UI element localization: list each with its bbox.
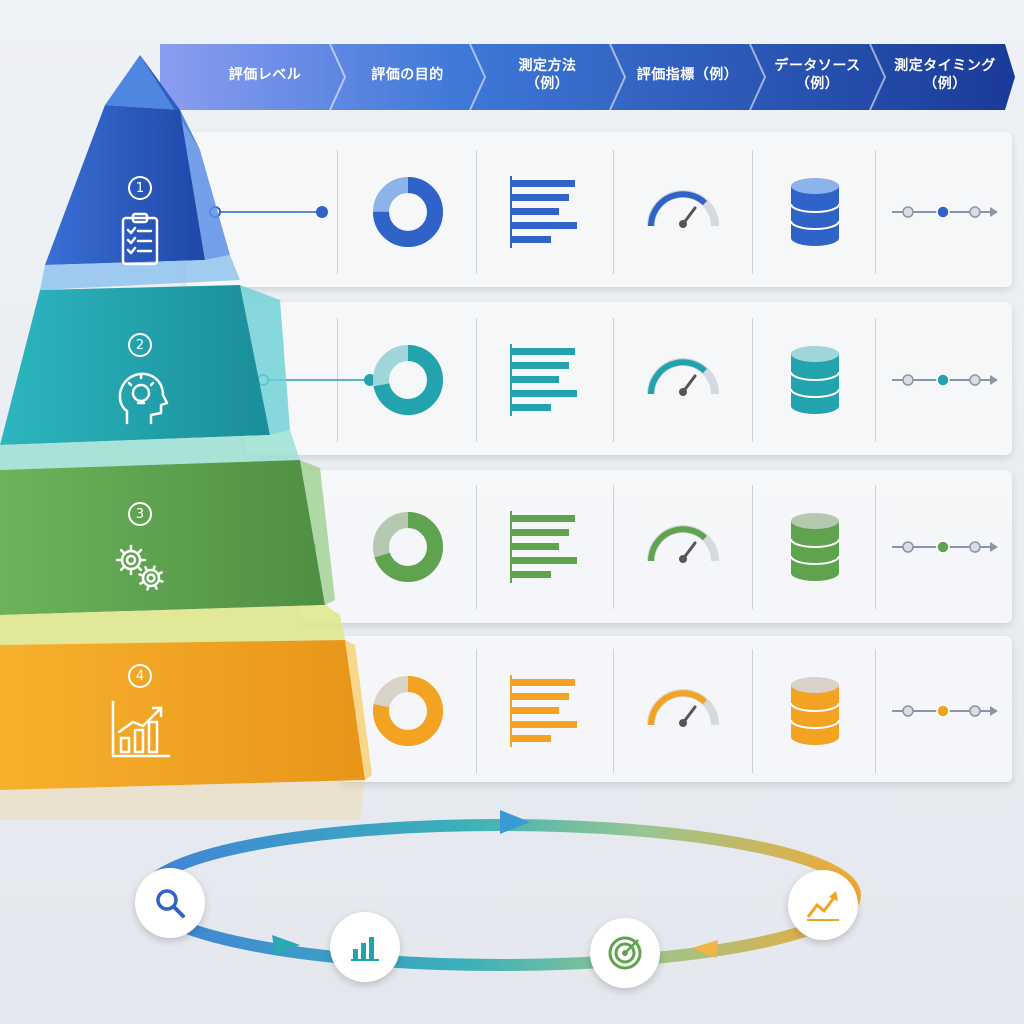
pyramid-level-4 [0, 640, 365, 790]
column-separator [476, 318, 477, 442]
column-separator [337, 150, 338, 274]
pyramid-reflection [0, 780, 365, 820]
pyramid-level-1-top-edge [40, 255, 240, 290]
horizontal-bar-chart-icon [509, 344, 581, 420]
horizontal-bar-chart-icon [509, 511, 581, 587]
pyramid-level-2 [0, 285, 270, 445]
row-panel-4 [340, 636, 1012, 782]
header-col-level: 評価レベル [228, 66, 302, 83]
pyramid-level-2-side [240, 285, 290, 435]
column-separator [875, 649, 876, 773]
cycle-path [139, 819, 861, 971]
head-lightbulb-icon [105, 363, 175, 433]
level-number-2: 2 [128, 333, 152, 357]
pyramid-level-2-bottom-edge [0, 430, 300, 470]
column-separator [613, 318, 614, 442]
header-col-purpose: 評価の目的 [371, 66, 444, 83]
cycle-bar-chart-icon[interactable] [330, 912, 400, 982]
gauge-icon [643, 346, 723, 406]
column-separator [613, 649, 614, 773]
gauge-icon [643, 178, 723, 238]
pyramid-level-1-side [180, 110, 230, 260]
timeline-icon [890, 204, 1000, 224]
pyramid-level-3-side [300, 460, 335, 605]
column-separator [613, 150, 614, 274]
level-number-3: 3 [128, 502, 152, 526]
column-separator [752, 485, 753, 609]
database-icon [789, 511, 841, 587]
horizontal-bar-chart-icon [509, 675, 581, 751]
column-separator [752, 318, 753, 442]
cycle-arrow-right [692, 940, 718, 958]
database-icon [789, 675, 841, 751]
gears-icon [105, 532, 175, 602]
header-col-indicator: 評価指標（例） [636, 66, 739, 83]
column-separator [875, 318, 876, 442]
level-number-1: 1 [128, 176, 152, 200]
cycle-arrow-left [272, 935, 300, 955]
header-col-datasource: データソース （例） [774, 57, 861, 92]
timeline-icon [890, 703, 1000, 723]
header-col-method: 測定方法 （例） [518, 57, 577, 92]
column-separator [476, 649, 477, 773]
column-separator [752, 649, 753, 773]
header-col-timing: 測定タイミング （例） [894, 57, 996, 92]
pyramid [0, 55, 372, 820]
timeline-icon [890, 539, 1000, 559]
pyramid-tip [105, 55, 180, 110]
database-icon [789, 344, 841, 420]
cycle-search-icon[interactable] [135, 868, 205, 938]
gauge-icon [643, 677, 723, 737]
cycle-target-icon[interactable] [590, 918, 660, 988]
growth-chart-icon [105, 694, 175, 764]
timeline-icon [890, 372, 1000, 392]
header-bar: 評価レベル 評価の目的 測定方法 （例） 評価指標（例） データソース （例） … [0, 0, 1024, 112]
gauge-icon [643, 513, 723, 573]
header-chevrons [160, 43, 1015, 111]
pyramid-level-4-side [345, 640, 372, 780]
donut-chart-icon [372, 511, 444, 587]
pyramid-level-3 [0, 460, 325, 615]
column-separator [752, 150, 753, 274]
column-separator [476, 150, 477, 274]
donut-chart-icon [372, 176, 444, 252]
donut-chart-icon [372, 344, 444, 420]
cycle-arrow-top [500, 810, 530, 834]
pyramid-level-3-bottom-edge [0, 605, 345, 645]
column-separator [875, 150, 876, 274]
column-separator [875, 485, 876, 609]
clipboard-checklist-icon [105, 206, 175, 276]
horizontal-bar-chart-icon [509, 176, 581, 252]
donut-chart-icon [372, 675, 444, 751]
pyramid-level-1 [45, 105, 205, 265]
database-icon [789, 176, 841, 252]
column-separator [476, 485, 477, 609]
level-number-4: 4 [128, 664, 152, 688]
column-separator [613, 485, 614, 609]
cycle-trend-up-icon[interactable] [788, 870, 858, 940]
